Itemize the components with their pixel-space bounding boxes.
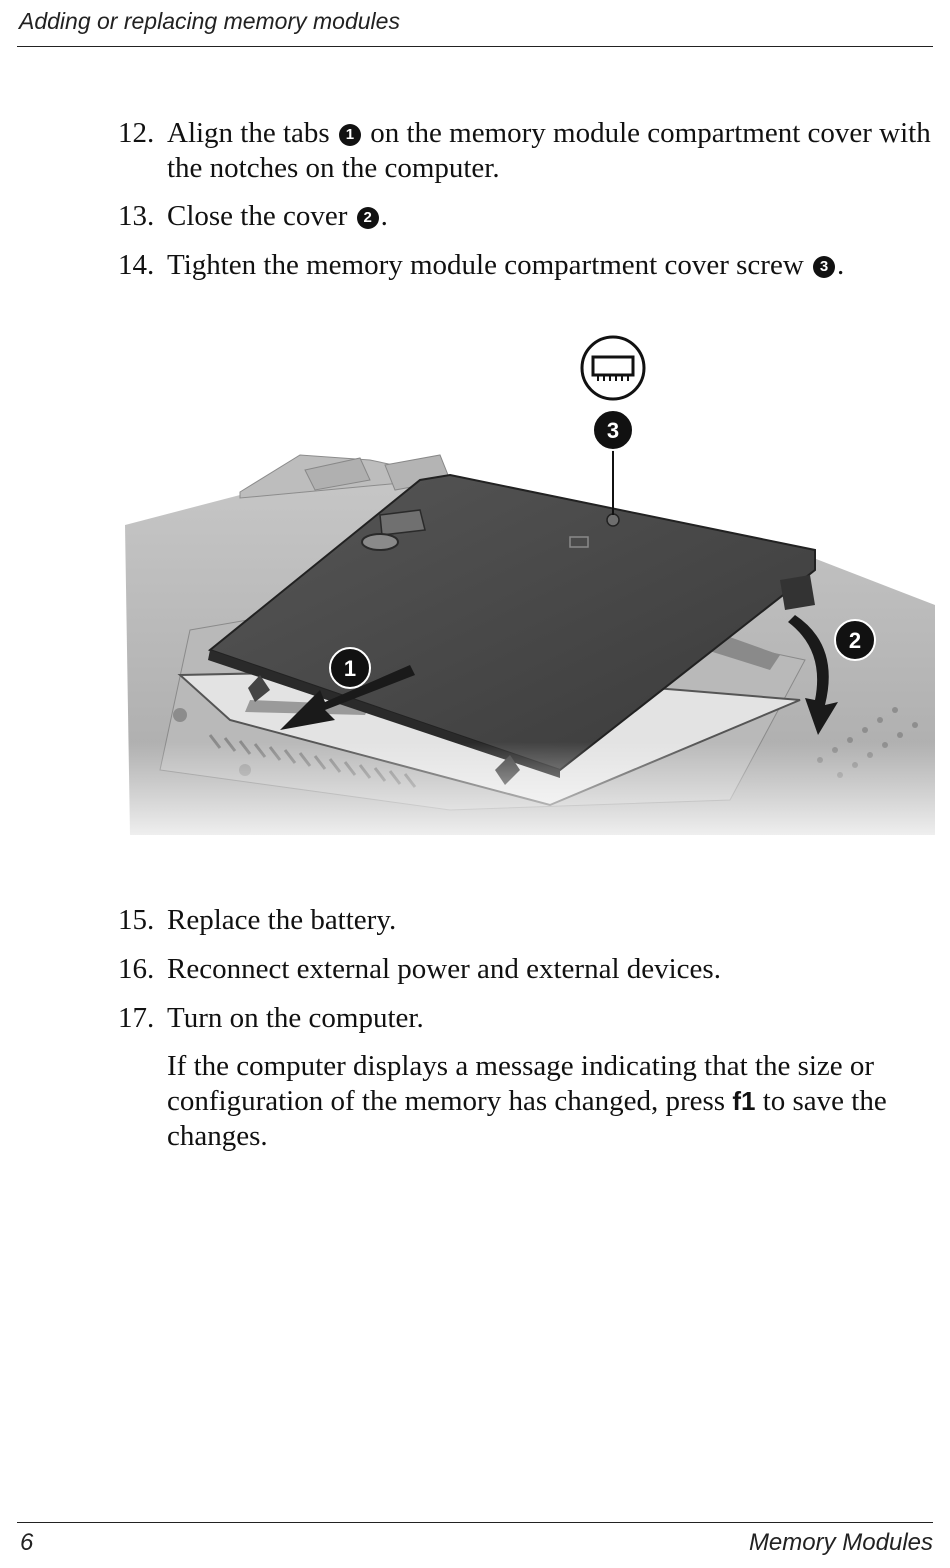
step-13: 13. Close the cover 2.	[118, 199, 940, 234]
step-number: 14.	[118, 249, 155, 281]
callout-3-icon: 3	[813, 256, 836, 278]
step-14: 14. Tighten the memory module compartmen…	[118, 248, 940, 283]
step-text: Replace the battery.	[167, 904, 397, 936]
note-text: If the computer displays a message indic…	[167, 1050, 875, 1117]
step-number: 13.	[118, 200, 155, 232]
step-17-note: If the computer displays a message indic…	[167, 1049, 942, 1154]
step-number: 17.	[118, 1002, 155, 1034]
f1-key: f1	[732, 1086, 756, 1116]
note-text: to save the changes.	[167, 1085, 887, 1152]
step-text: Close the cover	[167, 200, 348, 232]
page-number: 6	[20, 1529, 34, 1556]
footer-rule	[17, 1522, 933, 1523]
memory-cover-illustration: 1 2 3	[120, 330, 935, 845]
step-12: 12. Align the tabs 1 on the memory modul…	[118, 116, 940, 186]
running-header: Adding or replacing memory modules	[19, 8, 400, 34]
step-16: 16. Reconnect external power and externa…	[118, 952, 940, 987]
step-text: Align the tabs	[167, 117, 330, 149]
header-rule	[17, 46, 933, 47]
step-15: 15. Replace the battery.	[118, 903, 940, 938]
step-text: Reconnect external power and external de…	[167, 953, 721, 985]
step-text: .	[380, 200, 388, 232]
step-17: 17. Turn on the computer.	[118, 1001, 940, 1036]
callout-1-icon: 1	[338, 124, 361, 146]
callout-2-icon: 2	[356, 207, 379, 229]
step-text: Tighten the memory module compartment co…	[167, 249, 804, 281]
footer-section-title: Memory Modules	[748, 1529, 933, 1556]
step-text: on the memory module compartment cover w…	[167, 117, 931, 184]
step-number: 16.	[118, 953, 155, 985]
step-number: 12.	[118, 117, 155, 149]
step-text: Turn on the computer.	[167, 1002, 424, 1034]
step-number: 15.	[118, 904, 155, 936]
step-text: .	[837, 249, 845, 281]
